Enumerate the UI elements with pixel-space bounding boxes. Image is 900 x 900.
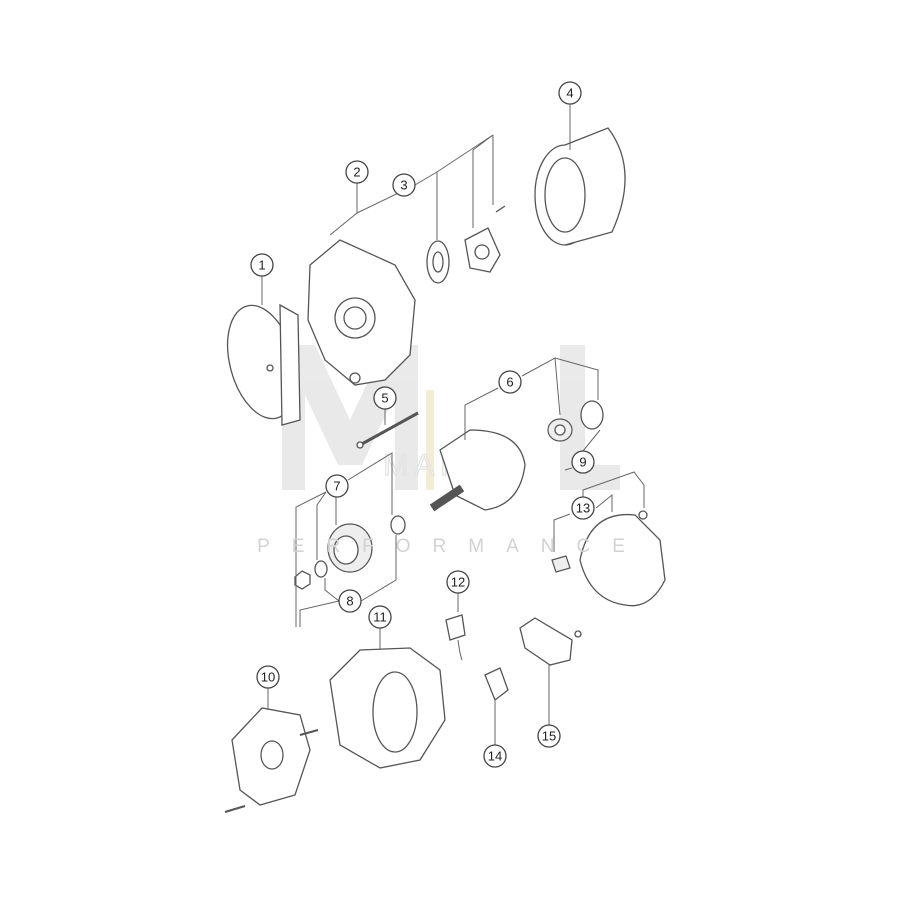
callout-6: 6 [498, 370, 522, 394]
part-9-o-ring [580, 400, 604, 430]
svg-text:1: 1 [258, 258, 265, 273]
part-15-regulator [519, 617, 582, 666]
part-3-bearing-and-plate [426, 205, 506, 284]
callout-4: 4 [558, 81, 582, 105]
svg-text:6: 6 [506, 375, 513, 390]
watermark-tagline: PERFORMANCE [257, 536, 647, 557]
callout-5: 5 [373, 386, 397, 410]
leader-lines [261, 104, 645, 745]
part-7-pulley [327, 515, 406, 573]
svg-text:14: 14 [488, 749, 502, 764]
svg-text:13: 13 [576, 501, 590, 516]
svg-text:5: 5 [381, 391, 388, 406]
part-8-nut-washer [294, 560, 328, 590]
svg-text:3: 3 [400, 178, 407, 193]
callout-14: 14 [483, 744, 507, 768]
svg-text:10: 10 [261, 670, 275, 685]
part-13-rear-cover [551, 510, 666, 607]
callout-2: 2 [345, 160, 369, 184]
part-1-fan [226, 303, 301, 426]
callout-9: 9 [571, 450, 595, 474]
svg-text:11: 11 [373, 610, 387, 625]
svg-text:12: 12 [451, 575, 465, 590]
part-14-seal [484, 667, 509, 702]
callout-7: 7 [325, 474, 349, 498]
part-2-drive-end-housing [307, 239, 416, 386]
svg-text:7: 7 [333, 479, 340, 494]
part-10-rectifier [224, 707, 319, 813]
callout-13: 13 [571, 496, 595, 520]
part-6-rotor [429, 418, 573, 512]
callout-3: 3 [392, 173, 416, 197]
callout-8: 8 [338, 589, 362, 613]
part-12-brush [445, 614, 466, 661]
part-4-stator [534, 127, 626, 246]
callout-15: 15 [537, 724, 561, 748]
callout-10: 10 [256, 665, 280, 689]
svg-text:4: 4 [566, 86, 573, 101]
svg-text:8: 8 [346, 594, 353, 609]
svg-text:15: 15 [542, 729, 556, 744]
svg-text:2: 2 [353, 165, 360, 180]
callout-1: 1 [250, 253, 274, 277]
part-11-slip-ring-end-housing [329, 647, 446, 769]
part-5-bolt [356, 411, 419, 449]
svg-text:9: 9 [579, 455, 586, 470]
callout-11: 11 [368, 605, 392, 629]
callout-12: 12 [446, 570, 470, 594]
